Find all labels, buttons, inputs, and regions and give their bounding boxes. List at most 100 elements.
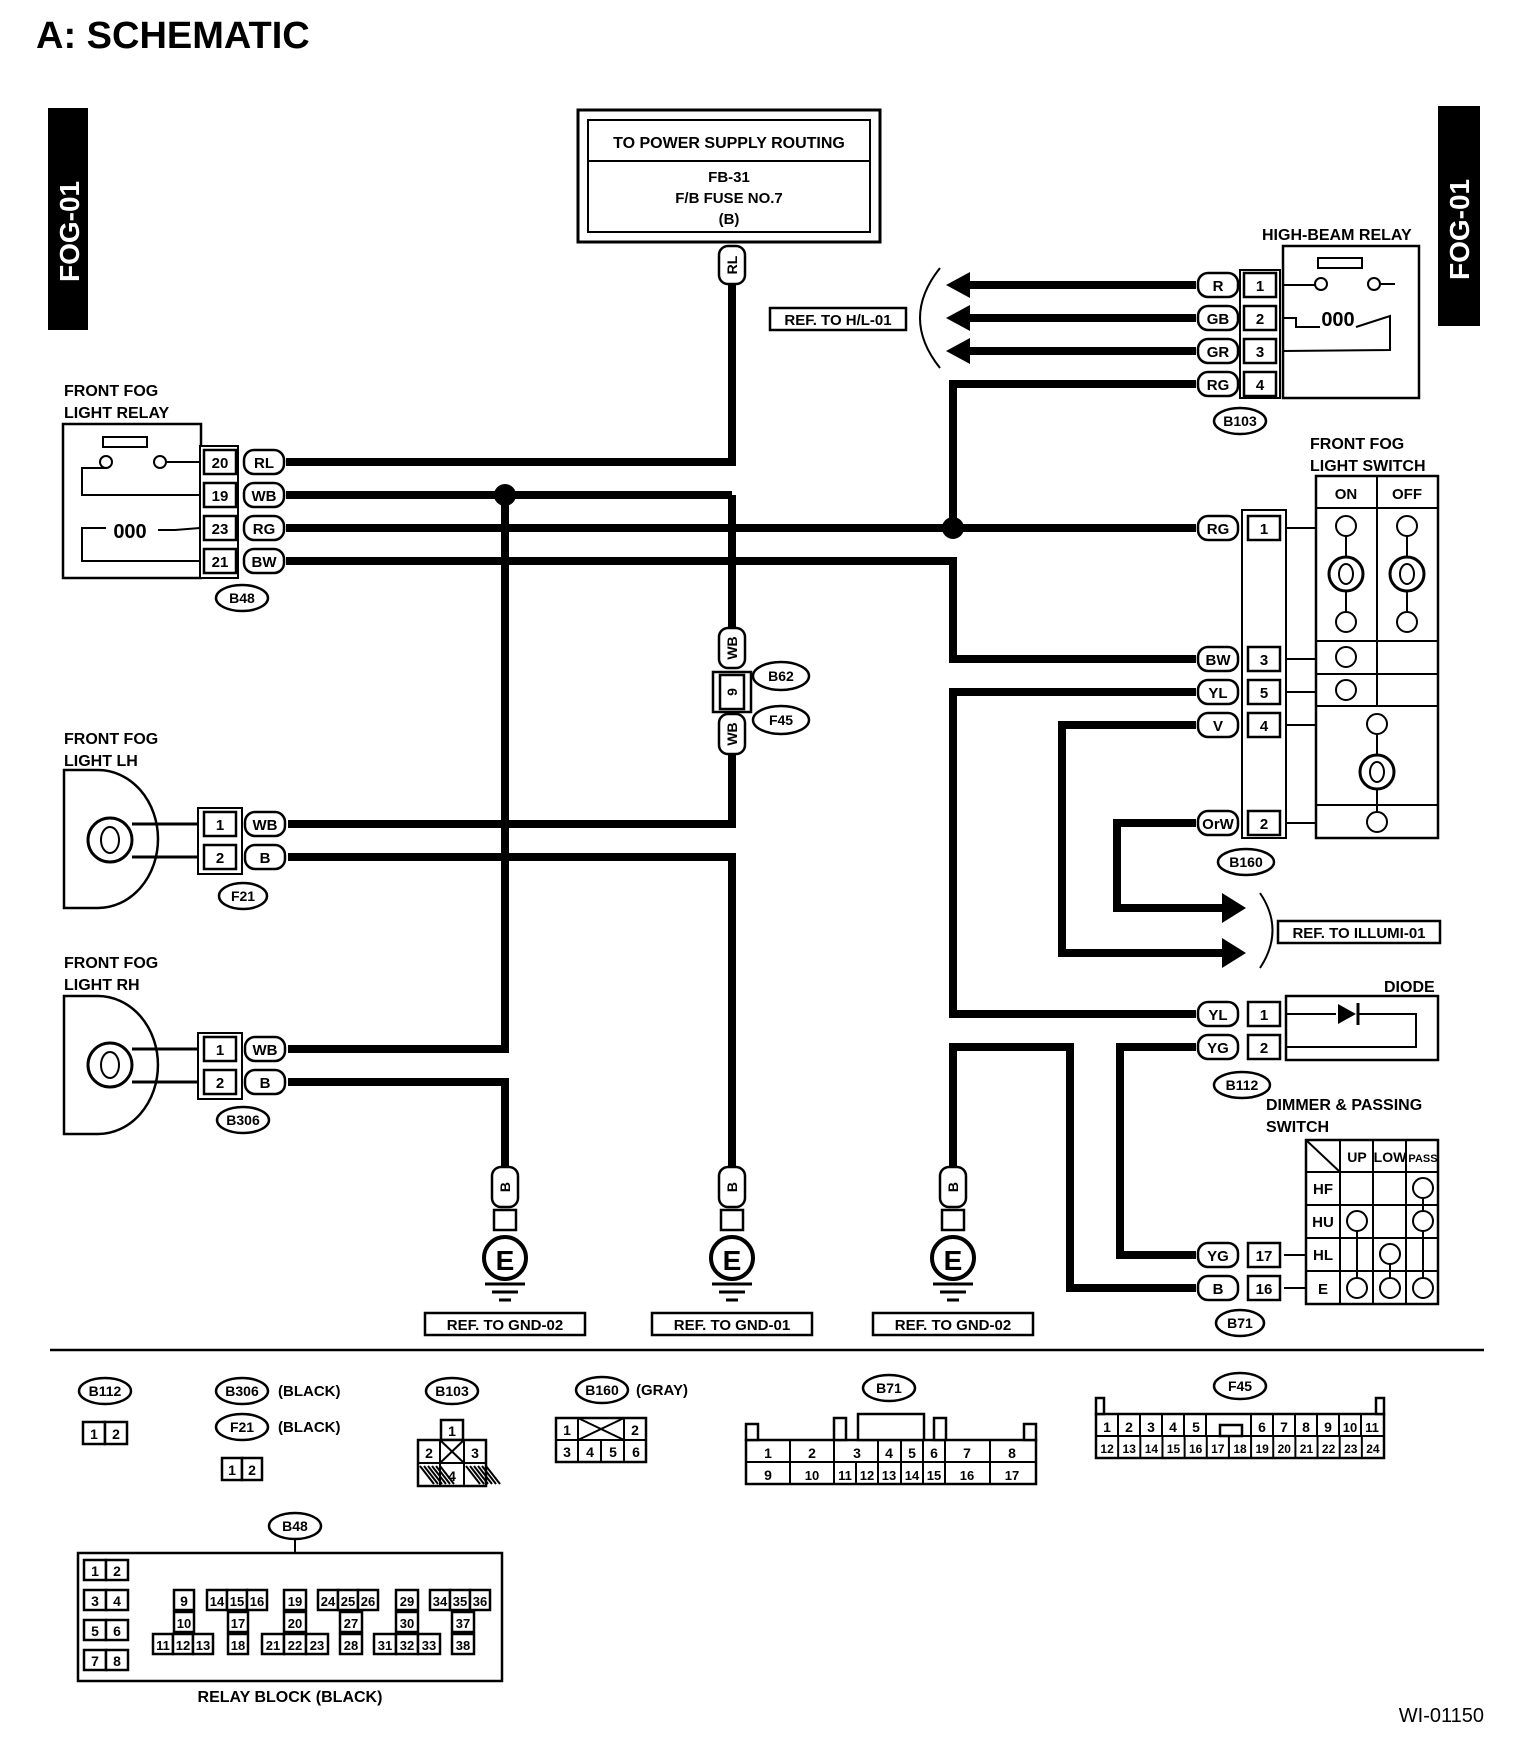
high-beam-pin-4: 4RG: [1196, 370, 1278, 398]
svg-text:DIODE: DIODE: [1384, 979, 1435, 996]
svg-text:LIGHT RH: LIGHT RH: [64, 977, 140, 994]
ground-ref-2: REF. TO GND-01: [674, 1317, 790, 1334]
svg-text:B48: B48: [229, 590, 255, 606]
page-title: A: SCHEMATIC: [36, 15, 310, 57]
legend-b48-cell-37: 37: [456, 1616, 470, 1631]
junction-dot-wb: [494, 484, 516, 506]
fog-relay-pin-19-wire-color: WB: [252, 488, 277, 505]
legend-f45-pin-15: 15: [1167, 1442, 1181, 1456]
legend-b160-pin-4: 4: [586, 1444, 594, 1460]
legend-b48-cell-35: 35: [453, 1594, 467, 1609]
legend-b103-label: B103: [435, 1383, 469, 1399]
legend-b48-cell-31: 31: [378, 1638, 392, 1653]
fog-relay-pin-21-pin-number: 21: [212, 554, 229, 571]
legend-b48-cell-27: 27: [344, 1616, 358, 1631]
power-supply-box: TO POWER SUPPLY ROUTING FB-31 F/B FUSE N…: [576, 108, 882, 244]
dimmer-pin-17-pin-number: 17: [1256, 1248, 1273, 1265]
front-fog-light-switch: FRONT FOG LIGHT SWITCH ON OFF: [1196, 436, 1440, 877]
legend-b48-cell-3: 3: [91, 1593, 99, 1609]
svg-text:WB: WB: [724, 722, 740, 745]
legend-b48-cell-9: 9: [180, 1593, 188, 1609]
legend-f21-color: (BLACK): [278, 1419, 340, 1436]
legend-b48-cell-28: 28: [344, 1638, 358, 1653]
legend-b48-cell-32: 32: [400, 1638, 414, 1653]
legend-f21-pin-1: 1: [228, 1462, 236, 1478]
fog-switch-pin-3-pin-number: 3: [1260, 652, 1268, 669]
high-beam-pin-3-pin-number: 3: [1256, 344, 1264, 361]
svg-text:B112: B112: [1226, 1077, 1259, 1093]
legend-b112-pin-1: 1: [90, 1426, 98, 1442]
fog-relay-pin-20-pin-number: 20: [212, 455, 229, 472]
legend-f45-label: F45: [1228, 1378, 1252, 1394]
fog-lh-pin-1-wire-color: WB: [253, 817, 278, 834]
legend-b71-pin-2: 2: [808, 1445, 816, 1461]
svg-text:FRONT FOG: FRONT FOG: [64, 383, 158, 400]
svg-text:000: 000: [113, 521, 146, 543]
legend-b160-pin-5: 5: [609, 1444, 617, 1460]
legend-b48-cell-33: 33: [422, 1638, 436, 1653]
high-beam-pin-4-pin-number: 4: [1256, 377, 1265, 394]
fog-relay-pin-19-pin-number: 19: [212, 488, 229, 505]
fog-lh-pin-2-wire-color: B: [260, 850, 271, 867]
side-tab-right-label: FOG-01: [1444, 179, 1475, 280]
legend-b48-cell-34: 34: [433, 1594, 448, 1609]
ref-hl-01: REF. TO H/L-01: [784, 312, 891, 329]
svg-text:RL: RL: [724, 255, 740, 274]
svg-text:B71: B71: [1227, 1315, 1253, 1331]
legend-f45-pin-9: 9: [1324, 1419, 1332, 1435]
fog-switch-pin-2-wire-color: OrW: [1202, 816, 1235, 833]
joint-connector: WB 9 WB B62 F45: [711, 626, 811, 756]
legend-f45-pin-8: 8: [1302, 1419, 1310, 1435]
svg-text:ON: ON: [1335, 486, 1358, 503]
junction-dot-rg: [942, 517, 964, 539]
svg-text:9: 9: [724, 688, 740, 696]
high-beam-pin-1: 1R: [1196, 271, 1278, 299]
legend-f21-pin-2: 2: [248, 1462, 256, 1478]
ground-symbol-1: E: [496, 1245, 515, 1276]
fog-switch-pin-1-pin-number: 1: [1260, 521, 1268, 538]
legend-b48-cell-6: 6: [113, 1623, 121, 1639]
svg-text:LIGHT LH: LIGHT LH: [64, 753, 138, 770]
legend-b103-pin-2: 2: [425, 1445, 433, 1461]
legend-b48-cell-11: 11: [156, 1638, 170, 1653]
legend-f45-pin-23: 23: [1344, 1442, 1358, 1456]
power-line1: FB-31: [708, 169, 750, 186]
legend-b71-pin-12: 12: [860, 1468, 874, 1483]
legend-b48-cell-8: 8: [113, 1653, 121, 1669]
svg-text:WB: WB: [724, 636, 740, 659]
dimmer-row-hu: HU: [1312, 1214, 1334, 1231]
legend-b71-pin-10: 10: [805, 1468, 819, 1483]
legend-f45-pin-6: 6: [1258, 1419, 1266, 1435]
legend-b160-pin-2: 2: [631, 1422, 639, 1438]
svg-text:LIGHT SWITCH: LIGHT SWITCH: [1310, 458, 1426, 475]
legend-b71-pin-11: 11: [838, 1468, 852, 1483]
legend-f45-pin-10: 10: [1343, 1420, 1357, 1435]
legend-f45-pin-13: 13: [1123, 1442, 1137, 1456]
legend-f45-pin-2: 2: [1125, 1419, 1133, 1435]
side-tab-left: FOG-01: [48, 108, 88, 330]
legend-b71-pin-6: 6: [930, 1445, 938, 1461]
legend-f45-pin-5: 5: [1192, 1419, 1200, 1435]
legend-b71-pin-5: 5: [908, 1445, 916, 1461]
legend-b48-cell-22: 22: [288, 1638, 302, 1653]
legend-f45-pin-14: 14: [1145, 1442, 1159, 1456]
legend-b160-pin-1: 1: [563, 1422, 571, 1438]
legend-b48-cell-29: 29: [400, 1594, 414, 1609]
legend-f45-pin-4: 4: [1169, 1419, 1177, 1435]
ref-illumi-01: REF. TO ILLUMI-01: [1292, 925, 1425, 942]
fog-switch-pin-3: 3BW: [1196, 645, 1282, 673]
power-line2: F/B FUSE NO.7: [675, 190, 783, 207]
ground-ref-1: REF. TO GND-02: [447, 1317, 563, 1334]
fog-relay-pin-21-wire-color: BW: [252, 554, 278, 571]
legend-b103-pin-4: 4: [448, 1468, 456, 1484]
legend-b48-cell-20: 20: [288, 1616, 302, 1631]
